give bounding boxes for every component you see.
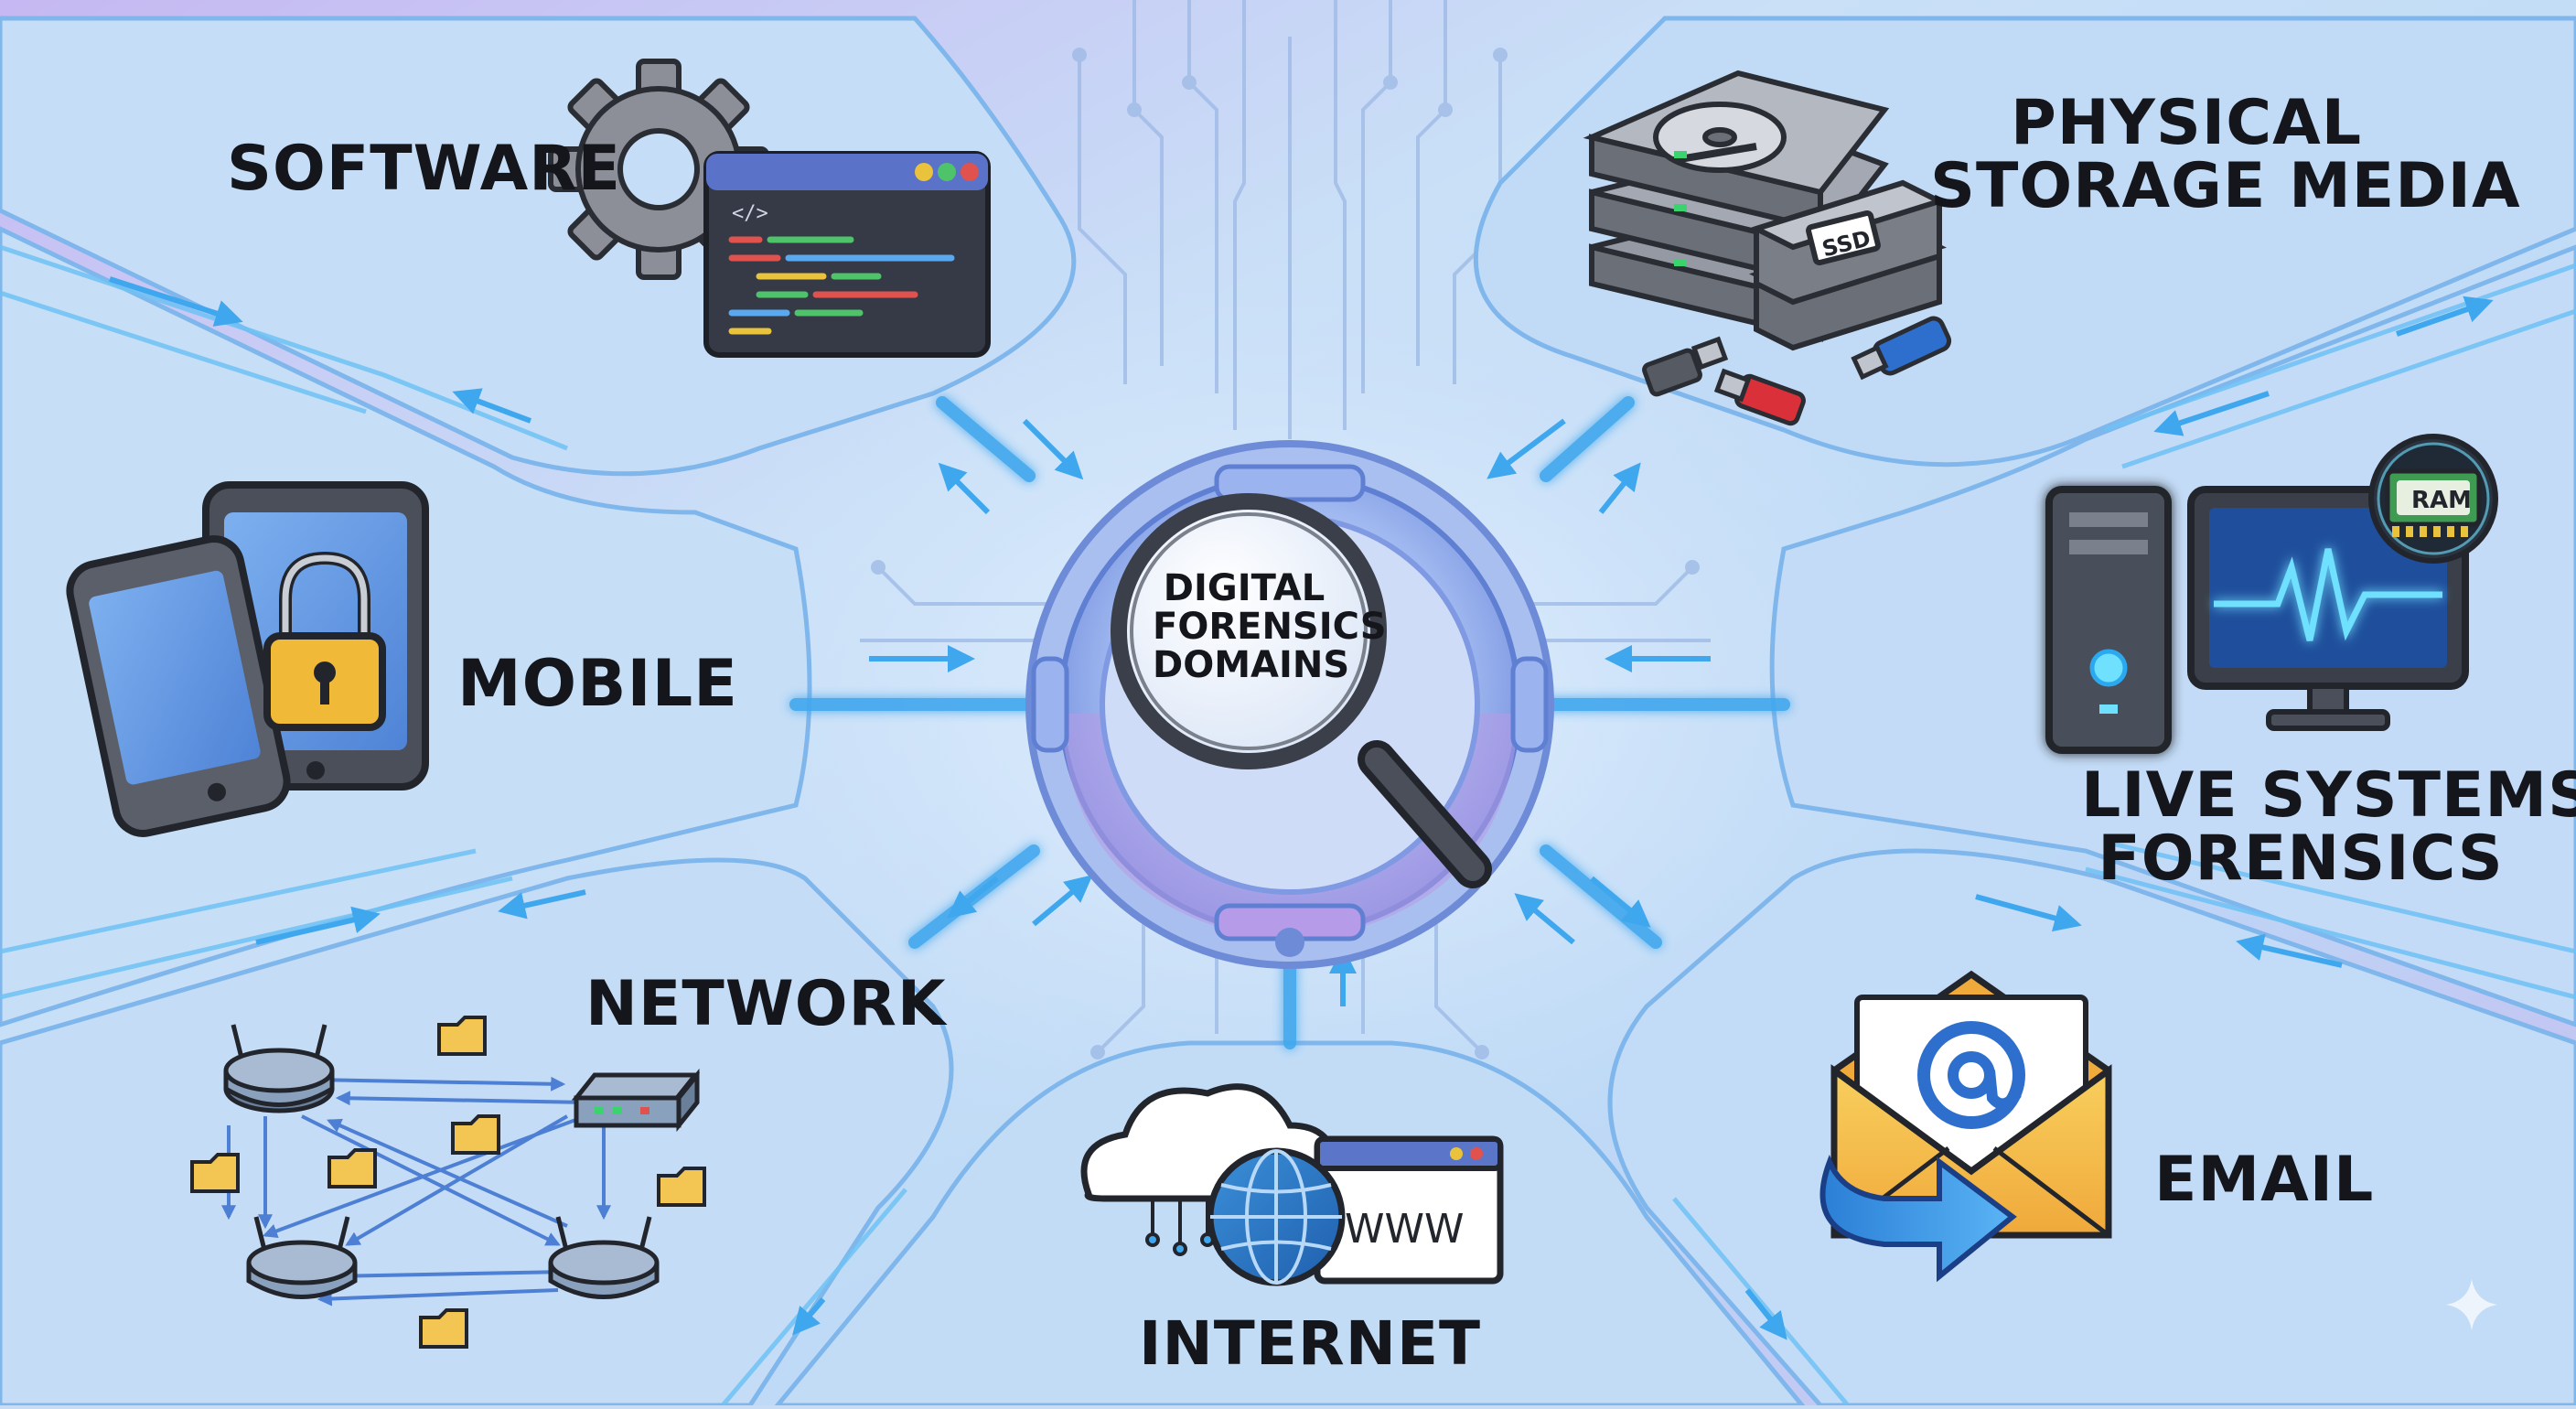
code-window-icon: </> [703,151,991,358]
code-tag: </> [732,202,768,225]
sparkle-icon [2446,1279,2497,1330]
ram-label: RAM [2411,487,2472,514]
switch-icon [571,1068,701,1133]
hub-label-line: DIGITAL [1163,567,1326,609]
hub-label: DIGITAL FORENSICS DOMAINS [1153,567,1387,686]
email-label: EMAIL [2154,1144,2375,1216]
software-label: SOFTWARE [227,133,622,205]
hub-label-line: FORENSICS [1153,606,1387,648]
magnifying-glass-icon [1111,493,1492,888]
circuit-traces [860,0,1711,1059]
router-icon [246,1216,358,1299]
ssd-icon: SSD [1749,179,1947,351]
padlock-icon [263,551,386,731]
router-icon [223,1024,335,1113]
usb-drive-icon [1642,316,1952,426]
flow-lines [0,244,2576,1407]
live-systems-label: LIVE SYSTEMS FORENSICS [2081,759,2576,896]
panel-software [0,16,1077,477]
hub-label-line: DOMAINS [1153,644,1350,686]
live-systems-label-line: FORENSICS [2098,823,2504,896]
internet-label: INTERNET [1139,1308,1482,1379]
mobile-label: MOBILE [457,646,738,721]
smartphone-icon [66,535,291,837]
router-icon [548,1216,660,1299]
physical-storage-label-line: STORAGE MEDIA [1930,150,2521,223]
live-systems-label-line: LIVE SYSTEMS [2081,759,2576,832]
network-label: NETWORK [585,968,947,1040]
desktop-tower-icon [2045,486,2172,754]
envelope-icon [1830,970,2112,1239]
connector-lines [789,396,1790,1049]
www-label: WWW [1345,1206,1465,1253]
physical-storage-label: PHYSICAL STORAGE MEDIA [1930,87,2521,223]
flow-arrows [109,276,2494,1340]
at-sign-icon [1917,1021,2025,1129]
ram-chip-icon: RAM [2368,434,2498,564]
panel-live [1769,244,2576,1027]
physical-storage-label-line: PHYSICAL [2010,87,2363,159]
globe-icon [1207,1147,1346,1286]
folder-icon [190,1016,706,1349]
forward-arrow-icon [1819,1154,2017,1283]
